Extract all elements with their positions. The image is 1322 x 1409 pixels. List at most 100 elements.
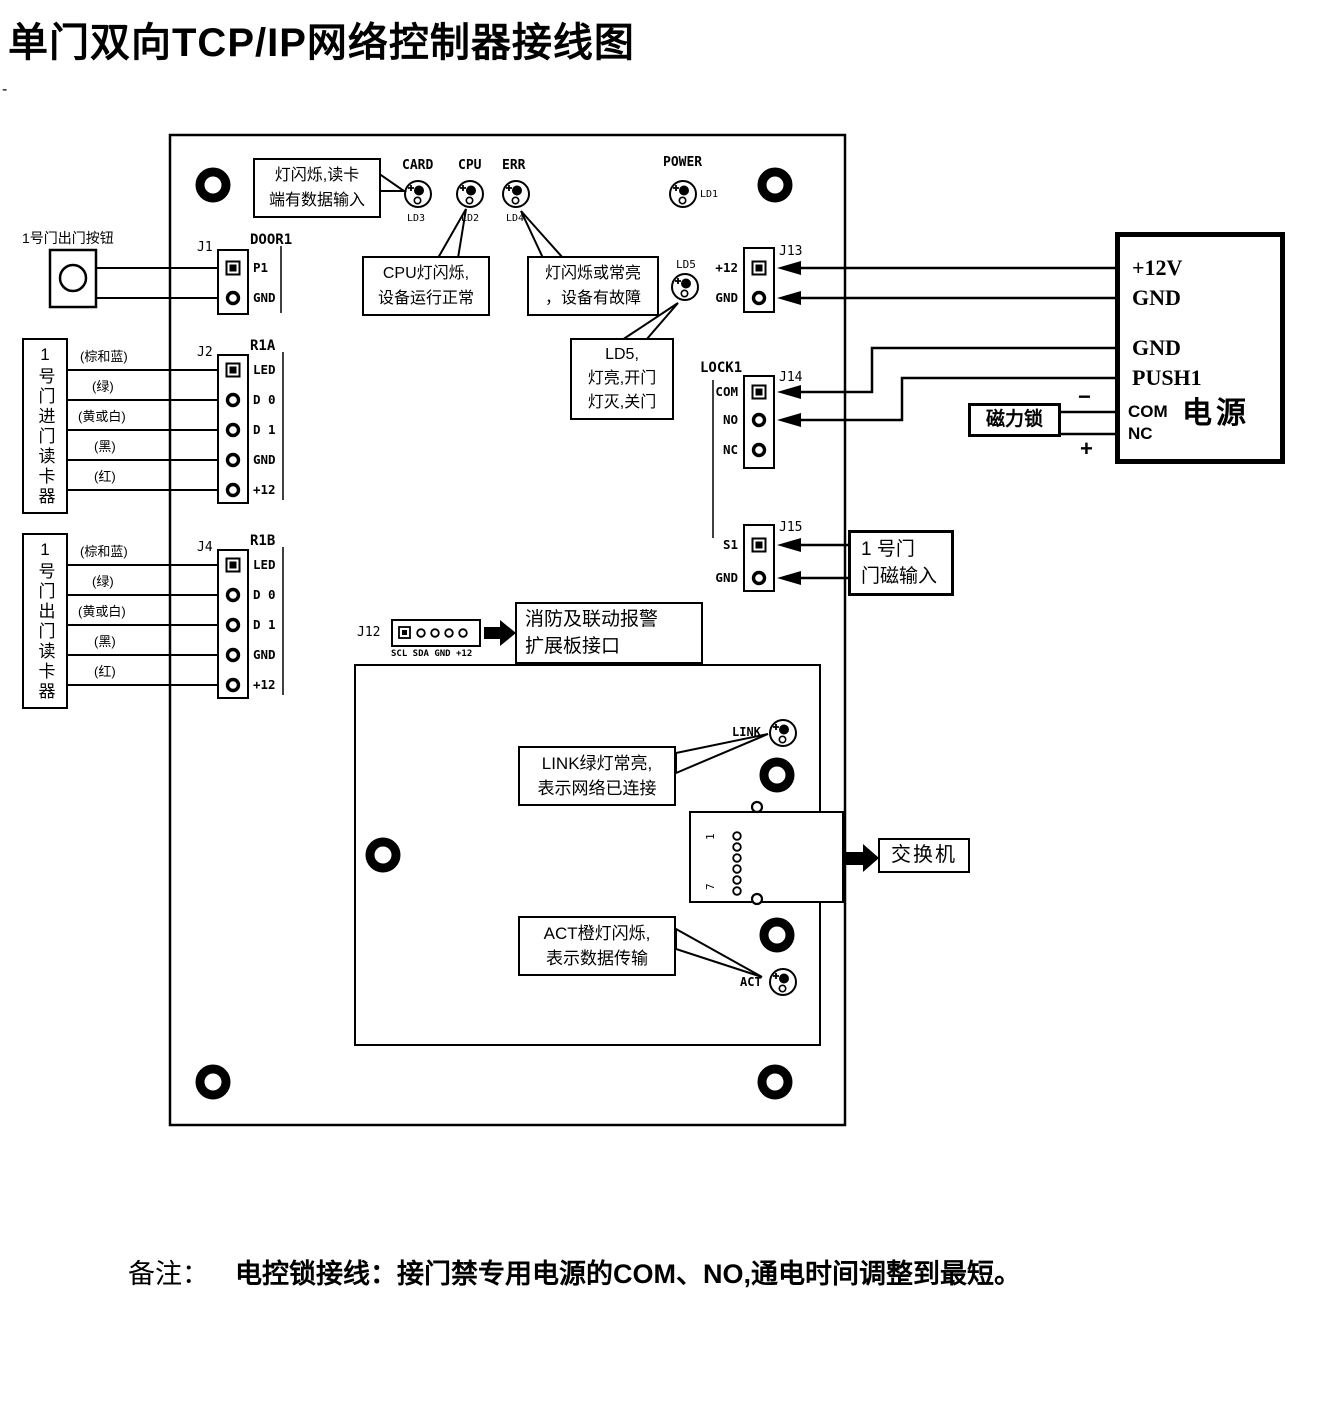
power-terminal-push1: PUSH1 (1132, 365, 1202, 390)
pin (225, 260, 241, 276)
mounting-hole (762, 172, 788, 198)
ld2-ref-label: LD2 (461, 213, 480, 224)
mounting-hole (200, 1069, 226, 1095)
pin (751, 412, 767, 428)
err-led-label: ERR (502, 158, 526, 173)
err-led-icon (502, 180, 530, 208)
power-led-label: POWER (663, 155, 703, 170)
pin (225, 452, 241, 468)
pin (402, 630, 407, 635)
switch-box: 交换机 (878, 838, 970, 873)
wire-color-label: (黑) (94, 439, 116, 454)
pin (225, 557, 241, 573)
ld1-ref-label: LD1 (700, 189, 719, 200)
link-led-icon (769, 719, 797, 747)
act-led-label: ACT (740, 975, 762, 989)
pin (225, 290, 241, 306)
pin (751, 260, 767, 276)
j14-pin-no-label: NO (722, 412, 738, 427)
pin (751, 537, 767, 553)
cpu-led-icon (456, 180, 484, 208)
pin (225, 647, 241, 663)
pin (225, 362, 241, 378)
connector-j13-label: J13 (779, 244, 803, 259)
power-terminal-12v: +12V (1132, 255, 1183, 280)
group-door1-label: DOOR1 (250, 232, 293, 248)
wire-color-label: (黄或白) (78, 604, 126, 619)
connector-j2-label: J2 (197, 345, 213, 360)
mounting-hole (370, 842, 396, 868)
exit-button-symbol-circle (58, 263, 88, 293)
reader-out-wires (68, 564, 218, 686)
power-relay-nc: NC (1128, 424, 1153, 443)
j4-pin-led-label: LED (253, 557, 276, 572)
note-body: 电控锁接线：接门禁专用电源的COM、NO,通电时间调整到最短。 (235, 1259, 1021, 1289)
main-board-outline (168, 133, 847, 1127)
connector-j15-label: J15 (779, 520, 803, 535)
wire-color-label: (红) (94, 664, 116, 679)
rj45-pin7-label: 7 (704, 883, 717, 890)
j13-pin-12v-label: +12 (715, 260, 738, 275)
wire-color-label: (绿) (92, 574, 114, 589)
arrowhead (777, 385, 801, 399)
reader-out-box: 1号门出门读卡器 (22, 533, 68, 709)
pin (225, 677, 241, 693)
ld3-ref-label: LD3 (407, 213, 426, 224)
arrowhead (777, 261, 801, 275)
connector-j1-label: J1 (197, 240, 213, 255)
j14-pin-nc-label: NC (722, 442, 738, 457)
reader-in-box: 1号门进门读卡器 (22, 338, 68, 514)
fire-expansion-box: 消防及联动报警 扩展板接口 (515, 602, 703, 664)
power-terminal-gnd1: GND (1132, 285, 1181, 310)
j12-sublabel-left: SCL SDA GND (391, 649, 451, 659)
pin (225, 617, 241, 633)
pin (751, 570, 767, 586)
wire-color-label: (绿) (92, 379, 114, 394)
rj45-pins (732, 831, 742, 896)
note-prefix: 备注： (128, 1259, 209, 1289)
card-led-icon (404, 180, 432, 208)
power-relay-com: COM (1128, 402, 1168, 421)
wire-color-label: (棕和蓝) (80, 544, 128, 559)
pin (225, 392, 241, 408)
callout-err: 灯闪烁或常亮 ，设备有故障 (527, 256, 659, 316)
j2-pin-d0-label: D 0 (253, 392, 276, 407)
pin (444, 628, 454, 638)
connector-j4-label: J4 (197, 540, 213, 555)
door-sensor-box: 1 号门 门磁输入 (848, 530, 954, 596)
callout-card: 灯闪烁,读卡 端有数据输入 (253, 158, 381, 218)
mounting-hole (200, 172, 226, 198)
group-r1a-label: R1A (250, 338, 276, 354)
j2-pin-gnd-label: GND (253, 452, 276, 467)
minus-sign: − (1078, 384, 1091, 409)
arrowhead (777, 538, 801, 552)
card-led-label: CARD (402, 158, 434, 173)
pin (458, 628, 468, 638)
power-supply-box: +12V GND GND PUSH1 COM NC 电源 (1115, 232, 1285, 464)
pin (751, 442, 767, 458)
group-lock1-label: LOCK1 (700, 360, 743, 376)
j4-pin-d1-label: D 1 (253, 617, 276, 632)
j2-pin-12v-label: +12 (253, 482, 276, 497)
j4-pin-d0-label: D 0 (253, 587, 276, 602)
pin (416, 628, 426, 638)
j14-pin-com-label: COM (715, 384, 738, 399)
pin (751, 384, 767, 400)
rj45-jack (689, 811, 844, 903)
j12-sublabel-right: +12 (456, 649, 473, 659)
wire-color-label: (黑) (94, 634, 116, 649)
act-led-icon (769, 968, 797, 996)
exit-button-symbol (48, 248, 98, 309)
rj45-post (750, 800, 764, 814)
reader-in-wires (68, 369, 218, 491)
callout-link: LINK绿灯常亮, 表示网络已连接 (518, 746, 676, 806)
wire (799, 346, 1118, 394)
arrowhead (777, 413, 801, 427)
j1-pin-gnd-label: GND (253, 290, 276, 305)
plus-sign: + (1080, 436, 1093, 461)
callout-tails (377, 171, 769, 978)
connector-j12-label: J12 (357, 625, 381, 640)
mounting-hole (764, 922, 790, 948)
rj45-pin1-label: 1 (704, 833, 717, 840)
